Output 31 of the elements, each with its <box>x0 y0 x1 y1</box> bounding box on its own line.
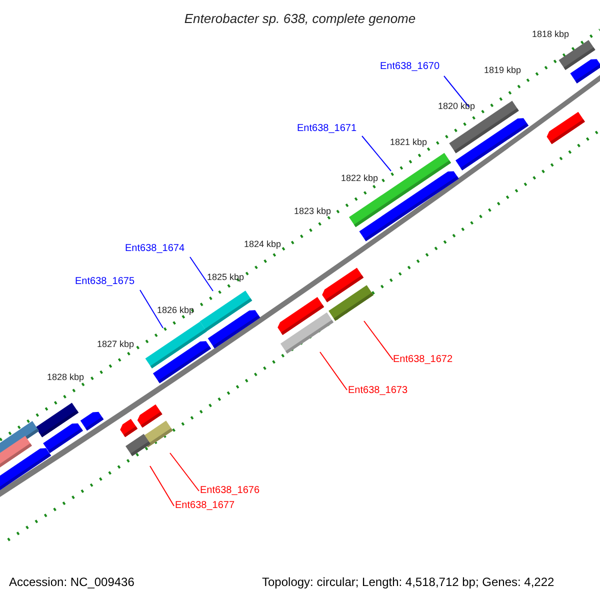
caption-text: Topology: circular; Length: 4,518,712 bp; Genes: 4,222 <box>262 576 554 588</box>
caption-text: Accession: NC_009436 <box>9 576 134 588</box>
scale-label: 1823 kbp <box>294 207 332 216</box>
gene-label: Ent638_1674 <box>125 244 185 254</box>
gene-label: Ent638_1670 <box>380 62 440 72</box>
gene-block <box>280 312 334 354</box>
scale-label: 1826 kbp <box>157 306 194 315</box>
gene-block <box>328 285 374 321</box>
scale-label: 1818 kbp <box>532 30 570 39</box>
scale-label: 1822 kbp <box>341 174 378 183</box>
leader-line <box>362 136 392 172</box>
scale-label: 1824 kbp <box>244 240 282 249</box>
leader-line <box>320 352 348 390</box>
gene-label: Ent638_1672 <box>393 355 453 365</box>
gene-label: Ent638_1671 <box>297 124 357 134</box>
gene-block <box>126 434 150 456</box>
leader-line <box>364 320 394 360</box>
leader-line <box>150 466 174 506</box>
gene-label: Ent638_1676 <box>200 486 260 496</box>
gene-block <box>145 322 207 368</box>
scale-label: 1820 kbp <box>438 102 476 111</box>
gene-block <box>200 290 252 332</box>
title: Enterobacter sp. 638, complete genome <box>183 12 417 25</box>
gene-label: Ent638_1675 <box>75 277 135 287</box>
gene-label: Ent638_1673 <box>348 386 408 396</box>
gene-label: Ent638_1677 <box>175 501 235 511</box>
leader-line <box>444 76 470 108</box>
leader-line <box>140 290 164 328</box>
leader-line <box>190 256 214 292</box>
leader-line <box>170 452 200 492</box>
scale-label: 1828 kbp <box>47 373 84 382</box>
